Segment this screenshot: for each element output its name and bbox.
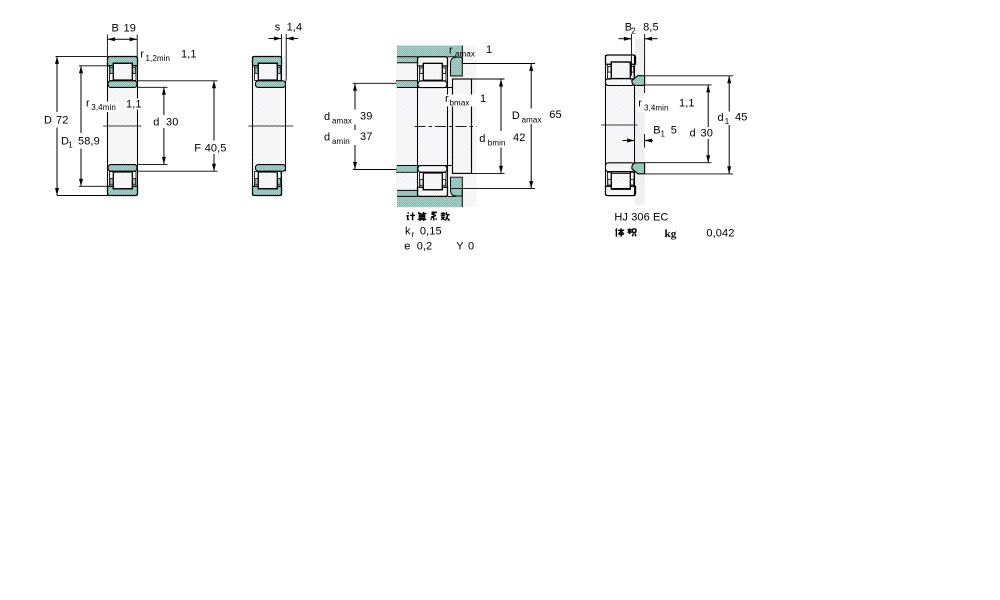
svg-text:B: B xyxy=(625,22,632,34)
svg-text:1,1: 1,1 xyxy=(181,49,197,61)
svg-text:B: B xyxy=(653,125,660,137)
svg-text:d: d xyxy=(324,111,330,123)
svg-text:1,4: 1,4 xyxy=(287,22,303,34)
svg-text:42: 42 xyxy=(513,132,525,144)
svg-text:r: r xyxy=(86,98,90,110)
svg-text:e: e xyxy=(404,241,410,253)
svg-text:amax: amax xyxy=(522,116,542,125)
svg-text:30: 30 xyxy=(701,128,713,140)
svg-text:0,2: 0,2 xyxy=(417,241,433,253)
svg-text:1: 1 xyxy=(725,117,730,126)
svg-text:B: B xyxy=(112,23,119,35)
svg-text:r: r xyxy=(638,98,642,110)
svg-text:0,042: 0,042 xyxy=(706,228,734,240)
svg-text:1: 1 xyxy=(68,141,73,150)
svg-text:Y: Y xyxy=(456,241,464,253)
svg-text:s: s xyxy=(275,22,281,34)
svg-text:1: 1 xyxy=(480,93,486,105)
svg-text:72: 72 xyxy=(56,115,68,127)
svg-text:39: 39 xyxy=(360,111,372,123)
svg-text:45: 45 xyxy=(735,112,747,124)
svg-text:30: 30 xyxy=(166,117,178,129)
svg-text:37: 37 xyxy=(360,131,372,143)
svg-text:amax: amax xyxy=(332,117,352,126)
svg-text:d: d xyxy=(718,112,724,124)
svg-text:D: D xyxy=(61,136,69,148)
svg-text:58,9: 58,9 xyxy=(78,136,100,148)
svg-text:1,1: 1,1 xyxy=(126,99,142,111)
svg-text:amin: amin xyxy=(332,137,350,146)
svg-text:k: k xyxy=(405,226,411,238)
svg-text:bmin: bmin xyxy=(488,139,506,148)
svg-text:r: r xyxy=(412,230,415,239)
svg-text:bmax: bmax xyxy=(450,99,470,108)
svg-text:0,15: 0,15 xyxy=(420,226,442,238)
svg-text:3,4min: 3,4min xyxy=(91,103,116,112)
svg-text:0: 0 xyxy=(468,241,474,253)
svg-text:D: D xyxy=(44,115,52,127)
svg-text:d: d xyxy=(324,132,330,144)
svg-text:kg: kg xyxy=(665,228,677,240)
svg-text:HJ 306 EC: HJ 306 EC xyxy=(614,212,668,224)
svg-text:D: D xyxy=(512,110,520,122)
svg-text:amax: amax xyxy=(455,50,475,59)
svg-text:3,4min: 3,4min xyxy=(644,104,669,113)
svg-text:F: F xyxy=(194,143,201,155)
svg-text:d: d xyxy=(153,117,159,129)
svg-text:2: 2 xyxy=(631,27,636,36)
svg-text:1,2min: 1,2min xyxy=(146,54,171,63)
svg-text:8,5: 8,5 xyxy=(643,22,659,34)
svg-text:1: 1 xyxy=(661,130,666,139)
svg-text:19: 19 xyxy=(124,23,136,35)
svg-text:40,5: 40,5 xyxy=(205,143,227,155)
svg-text:5: 5 xyxy=(671,125,677,137)
svg-text:d: d xyxy=(479,133,485,145)
svg-text:d: d xyxy=(690,128,696,140)
svg-text:r: r xyxy=(140,49,144,61)
svg-text:r: r xyxy=(445,93,449,105)
svg-text:1,1: 1,1 xyxy=(679,98,695,110)
svg-text:1: 1 xyxy=(486,44,492,56)
svg-text:r: r xyxy=(449,45,453,57)
svg-text:65: 65 xyxy=(549,109,561,121)
